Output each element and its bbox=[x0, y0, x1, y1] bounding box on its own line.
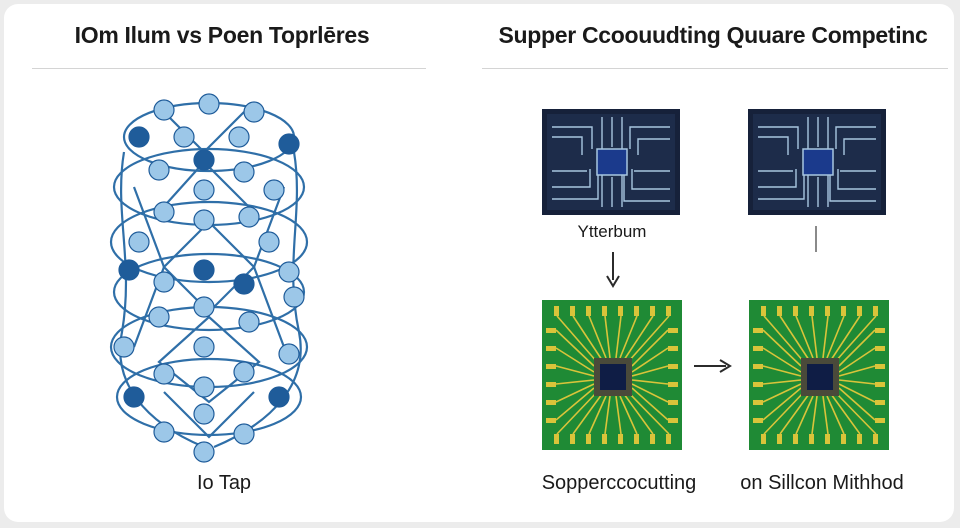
left-title-divider bbox=[32, 68, 426, 69]
lattice-nodes bbox=[113, 93, 305, 463]
diagram-canvas: IOm Ilum vs Poen Toprlēres bbox=[4, 4, 954, 522]
superconducting-caption: Sopperccocutting bbox=[541, 472, 697, 494]
arrow-right-icon bbox=[694, 359, 732, 373]
connector-line-icon bbox=[815, 226, 817, 252]
right-panel-title: Supper Ccoouudting Quuare Competinc bbox=[498, 22, 928, 48]
left-panel-title: IOm Ilum vs Poen Toprlēres bbox=[74, 22, 370, 48]
silicon-method-caption: on Sillcon Mithhod bbox=[740, 472, 904, 494]
superconducting-pcb-chip bbox=[542, 300, 682, 450]
ion-lattice-illustration bbox=[109, 93, 309, 463]
right-circuit-chip bbox=[748, 109, 886, 215]
right-title-divider bbox=[482, 68, 948, 69]
left-panel-caption: Io Tap bbox=[196, 472, 252, 494]
silicon-pcb-chip bbox=[749, 300, 889, 450]
lattice-rings bbox=[109, 101, 309, 449]
ytterbium-circuit-chip bbox=[542, 109, 680, 215]
arrow-down-icon bbox=[606, 252, 620, 288]
ytterbium-label: Ytterbum bbox=[577, 222, 647, 241]
